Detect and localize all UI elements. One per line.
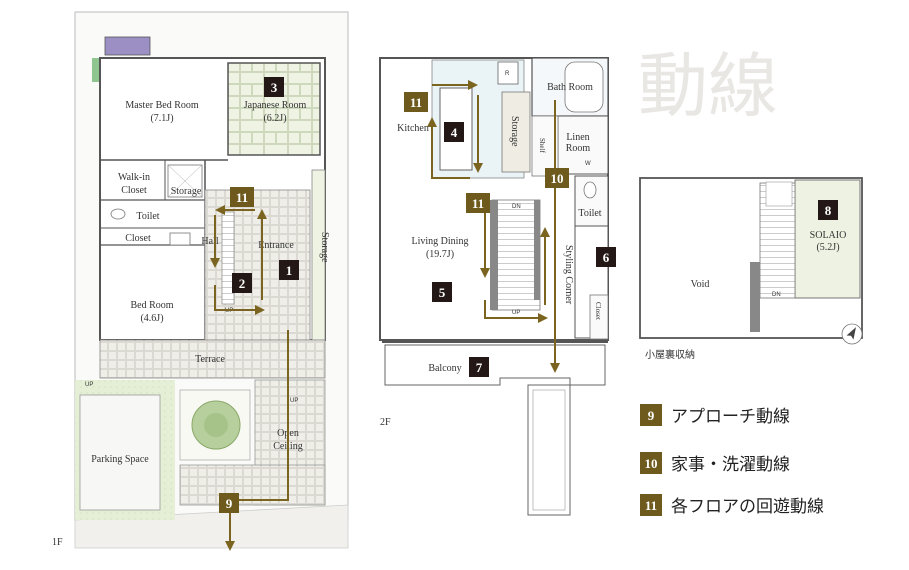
bath-room-label: Bath Room: [547, 82, 593, 93]
title-watermark: 動線: [638, 45, 778, 127]
badge-8: 8: [818, 200, 838, 220]
entrance-label: Entrance: [258, 240, 294, 251]
dn-label-2f: DN: [512, 204, 521, 210]
route-badges: 1 2 3 4 5 6 7 8: [219, 77, 838, 513]
entrance-storage-label: Storage: [319, 232, 330, 263]
svg-text:5: 5: [439, 285, 446, 300]
badge-2: 2: [232, 273, 252, 293]
storage-2f-label: Storage: [509, 116, 520, 147]
approach-path: [179, 464, 326, 506]
washer-mark: W: [585, 161, 591, 167]
stairs-1f: [221, 211, 235, 305]
solaio-size: (5.2J): [816, 242, 839, 253]
storage-1f-label: Storage: [171, 186, 202, 197]
master-bed-room-size: (7.1J): [150, 113, 173, 124]
legend-text-approach: アプローチ動線: [671, 407, 790, 427]
toilet-1f-label: Toilet: [136, 211, 159, 222]
svg-text:11: 11: [236, 190, 248, 205]
svg-text:11: 11: [645, 498, 657, 513]
svg-text:4: 4: [451, 125, 458, 140]
legend-item-approach: 9 アプローチ動線: [640, 404, 790, 427]
kitchen-label: Kitchen: [397, 123, 429, 134]
bed-room-label: Bed Room: [130, 300, 173, 311]
terrace-label: Terrace: [195, 354, 225, 365]
parking-space-label: Parking Space: [91, 454, 149, 465]
parking-space-area: [79, 394, 161, 511]
svg-text:2: 2: [239, 276, 246, 291]
svg-text:11: 11: [410, 95, 422, 110]
badge-11-stairs: 11: [466, 193, 490, 213]
svg-text:3: 3: [271, 80, 278, 95]
japanese-room-size: (6.2J): [263, 113, 286, 124]
road-edge: [74, 504, 349, 549]
linen-room-label-2: Room: [566, 143, 591, 154]
bed-room-size: (4.6J): [140, 313, 163, 324]
legend: 9 アプローチ動線 10 家事・洗濯動線 11 各フロアの回遊動線: [640, 404, 824, 517]
svg-text:10: 10: [551, 171, 564, 186]
badge-10: 10: [545, 168, 569, 188]
toilet-2f-label: Toilet: [578, 208, 601, 219]
badge-6: 6: [596, 247, 616, 267]
solaio-label: SOLAIO: [810, 230, 847, 241]
svg-text:10: 10: [645, 456, 658, 471]
badge-4: 4: [444, 122, 464, 142]
svg-text:9: 9: [648, 408, 655, 423]
legend-text-housework: 家事・洗濯動線: [671, 455, 790, 475]
pool: [104, 36, 151, 56]
master-bed-room-label: Master Bed Room: [125, 100, 199, 111]
badge-5: 5: [432, 282, 452, 302]
storage-2f-area: [501, 91, 531, 173]
shelf-label: Shelf: [538, 138, 546, 153]
up-label-approach: UP: [290, 398, 298, 404]
hall-label: Hall: [201, 236, 218, 247]
dn-label-attic: DN: [772, 292, 781, 298]
up-label-terrace: UP: [85, 382, 93, 388]
floor-label-2f: 2F: [380, 417, 391, 428]
closet-1f-label: Closet: [125, 233, 151, 244]
walkin-closet-label-2: Closet: [121, 185, 147, 196]
badge-11-kitchen: 11: [404, 92, 428, 112]
legend-item-circulation: 11 各フロアの回遊動線: [640, 494, 824, 517]
closet-2f-label: Closet: [594, 302, 602, 320]
badge-3: 3: [264, 77, 284, 97]
badge-1: 1: [279, 260, 299, 280]
solaio-area: [794, 179, 861, 299]
closet-2f-area: [589, 294, 609, 340]
toilet-fixture-1f: [110, 208, 126, 220]
balcony-extension: [527, 384, 571, 516]
japanese-room-label: Japanese Room: [244, 100, 307, 111]
toilet-fixture-2f: [583, 181, 597, 199]
linen-room-label-1: Linen: [566, 132, 589, 143]
planter: [92, 58, 101, 82]
legend-item-housework: 10 家事・洗濯動線: [640, 452, 790, 475]
badge-7: 7: [469, 357, 489, 377]
badge-11-1f: 11: [230, 187, 254, 207]
svg-text:6: 6: [603, 250, 610, 265]
void-label: Void: [691, 279, 710, 290]
badge-9: 9: [219, 493, 239, 513]
refrigerator-mark: R: [505, 71, 510, 77]
styling-corner-label: Styling Corner: [563, 245, 574, 305]
svg-text:1: 1: [286, 263, 293, 278]
first-floor-plan: Master Bed Room (7.1J) Japanese Room (6.…: [52, 11, 349, 551]
svg-text:11: 11: [472, 196, 484, 211]
balcony-area: [384, 344, 606, 386]
svg-text:9: 9: [226, 496, 233, 511]
legend-text-circulation: 各フロアの回遊動線: [671, 497, 824, 517]
floor-label-1f: 1F: [52, 537, 63, 548]
up-label-2f: UP: [512, 310, 520, 316]
stairs-2f: [491, 199, 541, 311]
living-dining-size: (19.7J): [426, 249, 454, 260]
living-dining-label: Living Dining: [412, 236, 469, 247]
second-floor-plan: Kitchen Storage Shelf Bath Room Linen Ro…: [379, 57, 609, 516]
walkin-closet-label-1: Walk-in: [118, 172, 150, 183]
svg-text:7: 7: [476, 360, 483, 375]
attic-caption: 小屋裏収納: [645, 348, 695, 361]
svg-text:8: 8: [825, 203, 832, 218]
balcony-label: Balcony: [428, 363, 461, 374]
